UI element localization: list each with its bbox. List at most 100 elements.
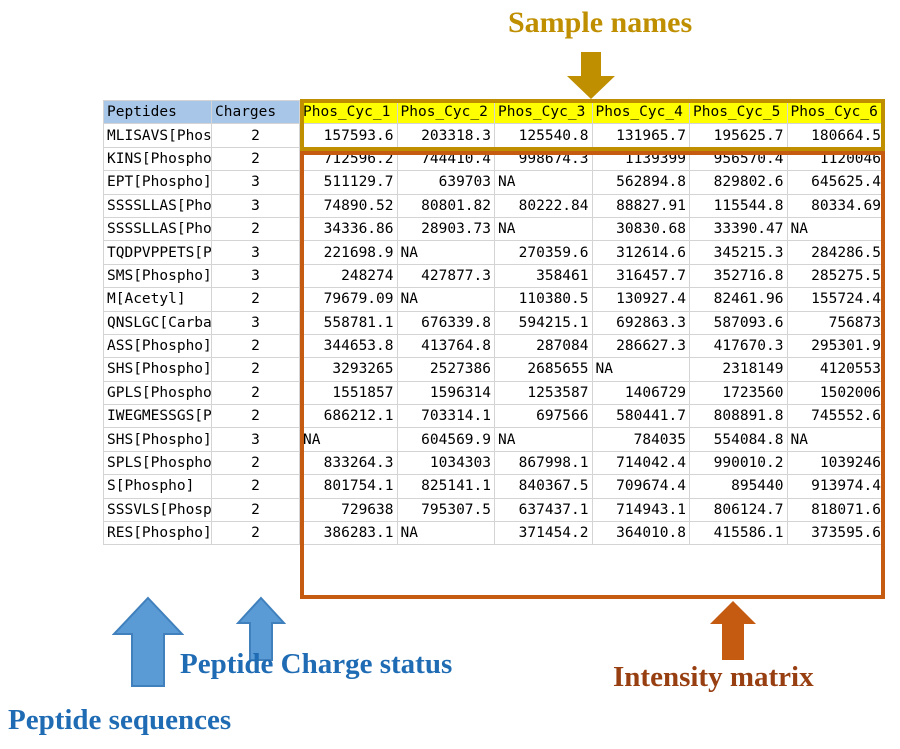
cell-intensity[interactable]: 562894.8 [591, 170, 690, 195]
cell-intensity[interactable]: 3293265 [299, 357, 398, 382]
cell-intensity[interactable]: 33390.47 [689, 216, 788, 242]
cell-intensity[interactable]: 714943.1 [591, 497, 690, 523]
cell-charge[interactable]: 3 [211, 263, 300, 289]
cell-intensity[interactable]: 80334.69 [786, 193, 885, 218]
cell-intensity[interactable]: 221698.9 [299, 240, 398, 265]
cell-intensity[interactable]: 998674.3 [494, 146, 593, 172]
table-row[interactable]: SSSSLLAS[Phospho]374890.5280801.8280222.… [103, 193, 885, 218]
cell-intensity[interactable]: 744410.4 [396, 146, 495, 172]
cell-intensity[interactable]: NA [396, 287, 495, 312]
cell-charge[interactable]: 3 [211, 310, 300, 335]
cell-intensity[interactable]: 703314.1 [396, 404, 495, 429]
cell-intensity[interactable]: 645625.4 [786, 170, 885, 195]
cell-intensity[interactable]: 784035 [591, 427, 690, 452]
cell-intensity[interactable]: NA [396, 240, 495, 265]
cell-intensity[interactable]: 604569.9 [396, 427, 495, 452]
cell-intensity[interactable]: 28903.73 [396, 216, 495, 242]
cell-intensity[interactable]: 364010.8 [591, 521, 690, 546]
cell-charge[interactable]: 3 [211, 240, 300, 265]
cell-intensity[interactable]: 692863.3 [591, 310, 690, 335]
cell-intensity[interactable]: 2318149 [689, 357, 788, 382]
cell-charge[interactable]: 2 [211, 333, 300, 359]
cell-peptide[interactable]: TQDPVPPETS[Phospho] [103, 240, 212, 265]
cell-intensity[interactable]: 386283.1 [299, 521, 398, 546]
cell-intensity[interactable]: 352716.8 [689, 263, 788, 289]
cell-intensity[interactable]: 956570.4 [689, 146, 788, 172]
cell-intensity[interactable]: NA [494, 170, 593, 195]
cell-peptide[interactable]: SHS[Phospho] [103, 357, 212, 382]
table-row[interactable]: SSSSLLAS[Phospho]234336.8628903.73NA3083… [103, 216, 885, 242]
cell-intensity[interactable]: 795307.5 [396, 497, 495, 523]
cell-intensity[interactable]: 818071.6 [786, 497, 885, 523]
cell-peptide[interactable]: SPLS[Phospho] [103, 450, 212, 476]
cell-peptide[interactable]: SSSVLS[Phospho] [103, 497, 212, 523]
cell-intensity[interactable]: 74890.52 [299, 193, 398, 218]
cell-intensity[interactable]: 110380.5 [494, 287, 593, 312]
cell-intensity[interactable]: 639703 [396, 170, 495, 195]
cell-intensity[interactable]: 833264.3 [299, 450, 398, 476]
cell-intensity[interactable]: 155724.4 [786, 287, 885, 312]
cell-peptide[interactable]: GPLS[Phospho] [103, 380, 212, 406]
cell-intensity[interactable]: 131965.7 [591, 123, 690, 148]
cell-charge[interactable]: 2 [211, 216, 300, 242]
cell-peptide[interactable]: M[Acetyl] [103, 287, 212, 312]
cell-intensity[interactable]: 1139399 [591, 146, 690, 172]
cell-intensity[interactable]: 80222.84 [494, 193, 593, 218]
cell-peptide[interactable]: S[Phospho] [103, 474, 212, 499]
cell-intensity[interactable]: 558781.1 [299, 310, 398, 335]
cell-peptide[interactable]: MLISAVS[Phospho] [103, 123, 212, 148]
cell-intensity[interactable]: 712596.2 [299, 146, 398, 172]
cell-intensity[interactable]: 676339.8 [396, 310, 495, 335]
cell-charge[interactable]: 3 [211, 193, 300, 218]
cell-intensity[interactable]: 709674.4 [591, 474, 690, 499]
cell-intensity[interactable]: 2527386 [396, 357, 495, 382]
cell-intensity[interactable]: NA [786, 216, 885, 242]
cell-intensity[interactable]: 1723560 [689, 380, 788, 406]
cell-intensity[interactable]: 594215.1 [494, 310, 593, 335]
cell-intensity[interactable]: 806124.7 [689, 497, 788, 523]
cell-intensity[interactable]: 729638 [299, 497, 398, 523]
cell-intensity[interactable]: NA [494, 216, 593, 242]
table-row[interactable]: MLISAVS[Phospho]2157593.6203318.3125540.… [103, 123, 885, 148]
cell-intensity[interactable]: 1253587 [494, 380, 593, 406]
spreadsheet-grid[interactable]: Peptides Charges Phos_Cyc_1 Phos_Cyc_2 P… [103, 99, 885, 598]
column-header-sample-1[interactable]: Phos_Cyc_1 [299, 99, 398, 125]
cell-intensity[interactable]: NA [299, 427, 398, 452]
cell-intensity[interactable]: 82461.96 [689, 287, 788, 312]
cell-intensity[interactable]: 1502006 [786, 380, 885, 406]
cell-charge[interactable]: 2 [211, 497, 300, 523]
cell-charge[interactable]: 2 [211, 146, 300, 172]
cell-intensity[interactable]: 1596314 [396, 380, 495, 406]
cell-intensity[interactable]: 756873 [786, 310, 885, 335]
cell-intensity[interactable]: 2685655 [494, 357, 593, 382]
cell-charge[interactable]: 2 [211, 404, 300, 429]
cell-intensity[interactable]: 285275.5 [786, 263, 885, 289]
cell-intensity[interactable]: 840367.5 [494, 474, 593, 499]
cell-intensity[interactable]: 1406729 [591, 380, 690, 406]
cell-intensity[interactable]: 867998.1 [494, 450, 593, 476]
cell-intensity[interactable]: 580441.7 [591, 404, 690, 429]
cell-intensity[interactable]: 125540.8 [494, 123, 593, 148]
cell-peptide[interactable]: QNSLGC[Carbamidomethyl] [103, 310, 212, 335]
cell-intensity[interactable]: 427877.3 [396, 263, 495, 289]
cell-intensity[interactable]: 913974.4 [786, 474, 885, 499]
cell-intensity[interactable]: 316457.7 [591, 263, 690, 289]
cell-charge[interactable]: 3 [211, 427, 300, 452]
cell-intensity[interactable]: 745552.6 [786, 404, 885, 429]
cell-intensity[interactable]: 115544.8 [689, 193, 788, 218]
cell-charge[interactable]: 2 [211, 380, 300, 406]
cell-intensity[interactable]: 4120553 [786, 357, 885, 382]
cell-intensity[interactable]: 587093.6 [689, 310, 788, 335]
cell-intensity[interactable]: 825141.1 [396, 474, 495, 499]
cell-intensity[interactable]: 295301.9 [786, 333, 885, 359]
cell-charge[interactable]: 2 [211, 287, 300, 312]
table-row[interactable]: TQDPVPPETS[Phospho]3221698.9NA270359.631… [103, 240, 885, 265]
cell-intensity[interactable]: 801754.1 [299, 474, 398, 499]
cell-intensity[interactable]: 697566 [494, 404, 593, 429]
cell-intensity[interactable]: 195625.7 [689, 123, 788, 148]
